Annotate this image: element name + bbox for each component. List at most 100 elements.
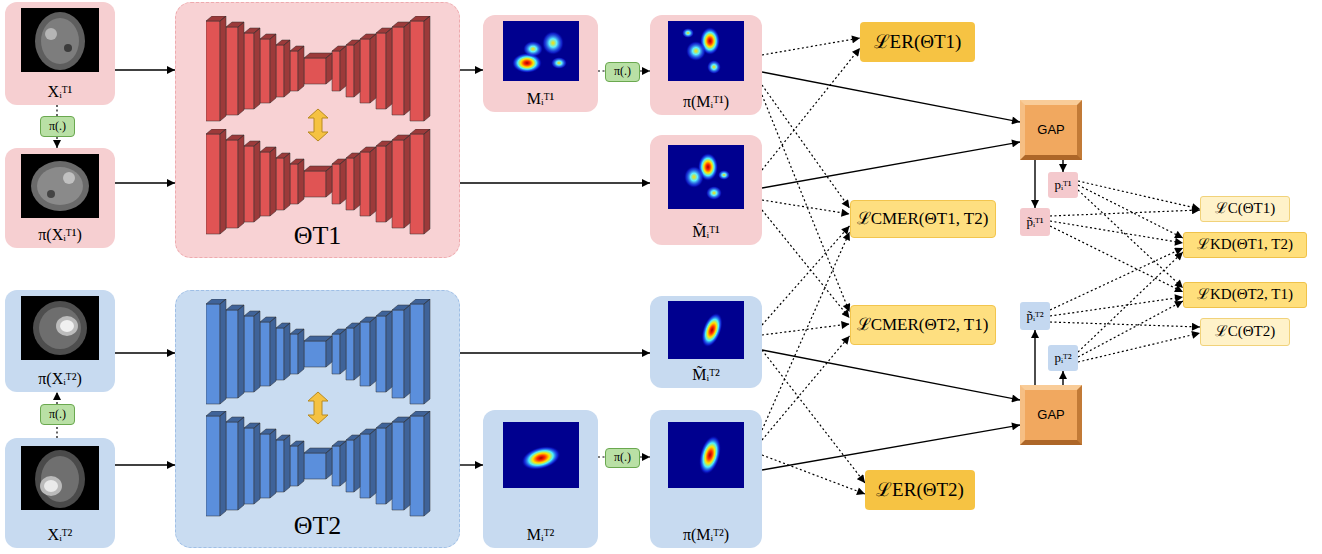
heatmap-image (668, 21, 744, 81)
dotted-connector (56, 137, 57, 148)
dotted-connector (762, 95, 850, 312)
dotted-connector (1050, 226, 1183, 292)
dotted-connector (640, 70, 650, 71)
node-label: p̃ᵢᵀ² (1026, 309, 1043, 324)
node-label: Xᵢᵀ² (48, 526, 73, 544)
node-label: ΘT2 (294, 511, 342, 541)
input-map-box: Xᵢᵀ¹ (5, 2, 115, 105)
dotted-connector (762, 336, 850, 440)
dotted-connector (1050, 221, 1183, 243)
dotted-connector (1078, 252, 1183, 352)
dotted-connector (56, 105, 57, 116)
mri-image (21, 8, 99, 72)
solid-connector (115, 464, 175, 465)
node-label: ℒC(ΘT2) (1215, 323, 1276, 340)
dotted-connector (56, 392, 57, 404)
mri-image (21, 296, 99, 360)
loss-box: ℒKD(ΘT1, T2) (1183, 232, 1307, 258)
dotted-connector (762, 85, 850, 208)
prediction-box: pᵢᵀ¹ (1048, 172, 1078, 198)
node-label: pᵢᵀ¹ (1054, 178, 1071, 193)
dotted-connector (1078, 333, 1200, 362)
solid-connector (460, 182, 650, 183)
input-map-box: π(Xᵢᵀ²) (5, 290, 115, 392)
dotted-connector (1078, 190, 1183, 288)
network-panel: ΘT1 (175, 2, 460, 258)
node-label: π(Mᵢᵀ²) (683, 526, 729, 544)
node-label: π(Xᵢᵀ²) (38, 370, 82, 388)
network-drawing (176, 3, 461, 259)
dotted-connector (762, 324, 850, 335)
loss-box: ℒER(ΘT1) (860, 22, 975, 62)
dotted-connector (1050, 210, 1200, 216)
node-label: π(.) (614, 65, 631, 79)
node-label: ℒER(ΘT2) (876, 479, 964, 501)
heatmap-image (668, 301, 744, 359)
node-label: Xᵢᵀ¹ (48, 83, 73, 101)
heatmap-image (668, 422, 744, 488)
solid-connector (1034, 330, 1035, 385)
node-label: π(Xᵢᵀ¹) (38, 226, 82, 244)
node-label: ℒKD(ΘT1, T2) (1197, 236, 1293, 253)
dotted-connector (56, 425, 57, 438)
input-map-box: Xᵢᵀ² (5, 438, 115, 548)
mri-image (21, 446, 99, 510)
dotted-connector (1050, 297, 1183, 316)
loss-box: ℒCMER(ΘT2, T1) (850, 305, 996, 345)
node-label: pᵢᵀ² (1054, 351, 1071, 366)
node-label: ΘT1 (294, 221, 342, 251)
solid-connector (460, 352, 650, 353)
transform-box: π(.) (605, 448, 640, 468)
dotted-connector (762, 210, 850, 318)
solid-connector (115, 352, 175, 353)
node-label: M̃ᵢᵀ² (692, 366, 719, 384)
solid-connector (1062, 371, 1063, 385)
heatmap-image (503, 422, 579, 488)
dotted-connector (762, 350, 865, 483)
input-map-box: Mᵢᵀ² (483, 410, 598, 548)
transform-box: π(.) (40, 404, 75, 425)
heatmap-image (668, 145, 744, 209)
dotted-connector (762, 48, 860, 170)
solid-connector (115, 69, 175, 70)
solid-connector (460, 464, 483, 465)
node-label: π(.) (49, 408, 66, 422)
dotted-connector (598, 456, 605, 457)
node-label: M̃ᵢᵀ¹ (692, 223, 719, 241)
solid-connector (1062, 160, 1063, 172)
network-panel: ΘT2 (175, 290, 460, 548)
dotted-connector (598, 70, 605, 71)
input-map-box: π(Mᵢᵀ¹) (650, 15, 762, 115)
dotted-connector (1050, 248, 1183, 310)
dotted-connector (762, 226, 850, 325)
input-map-box: Mᵢᵀ¹ (483, 15, 598, 112)
node-label: ℒCMER(ΘT2, T1) (857, 315, 989, 335)
node-label: ℒC(ΘT1) (1215, 200, 1276, 217)
prediction-box: p̃ᵢᵀ² (1020, 302, 1050, 330)
solid-connector (762, 142, 1020, 188)
loss-box: ℒC(ΘT2) (1200, 318, 1290, 346)
dotted-connector (1078, 301, 1183, 357)
loss-box: ℒCMER(ΘT1, T2) (850, 200, 996, 238)
node-label: Mᵢᵀ¹ (527, 90, 554, 108)
node-label: ℒCMER(ΘT1, T2) (857, 209, 989, 229)
dotted-connector (1078, 181, 1200, 209)
dotted-connector (762, 200, 850, 214)
solid-connector (1034, 160, 1035, 208)
dotted-connector (762, 232, 850, 430)
transform-box: π(.) (605, 62, 640, 82)
solid-connector (762, 72, 1020, 122)
prediction-box: p̃ᵢᵀ¹ (1020, 208, 1050, 236)
loss-box: ℒC(ΘT1) (1200, 196, 1290, 222)
input-map-box: M̃ᵢᵀ¹ (650, 135, 762, 245)
mri-image (21, 154, 99, 218)
node-label: π(Mᵢᵀ¹) (683, 93, 729, 111)
solid-connector (762, 350, 1020, 400)
transform-box: π(.) (40, 116, 75, 137)
node-label: p̃ᵢᵀ¹ (1026, 215, 1043, 230)
prediction-box: pᵢᵀ² (1048, 345, 1078, 371)
node-label: ℒKD(ΘT2, T1) (1197, 286, 1293, 303)
solid-connector (762, 425, 1020, 470)
dotted-connector (640, 456, 650, 457)
network-drawing (176, 291, 461, 549)
